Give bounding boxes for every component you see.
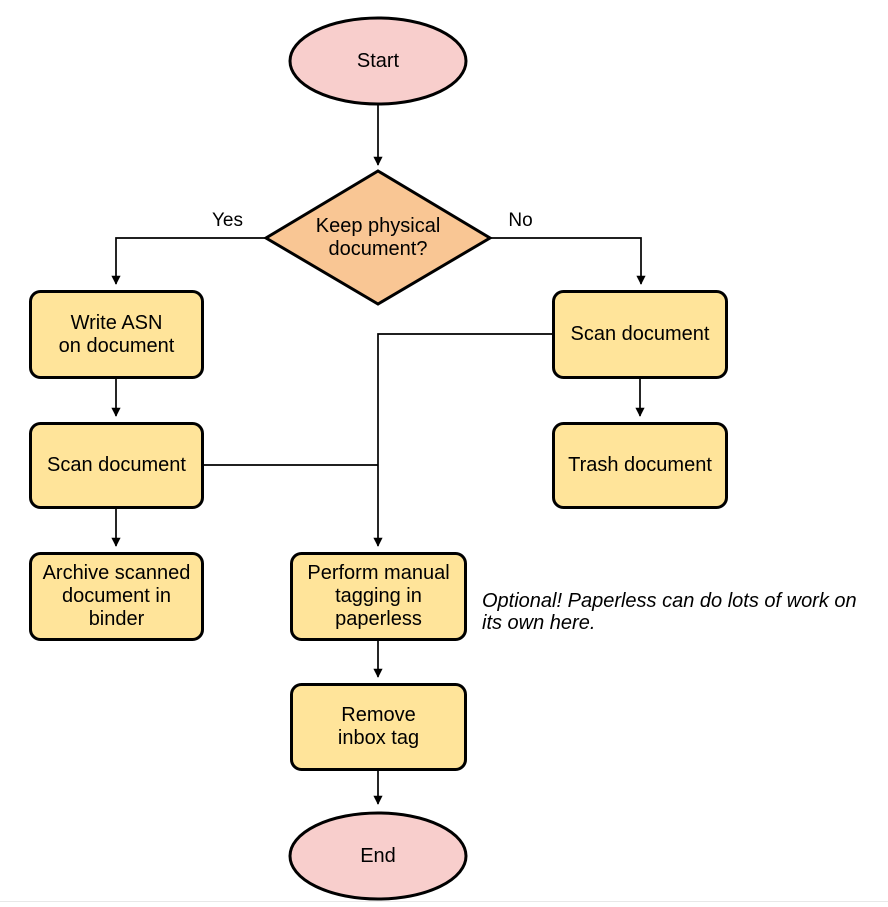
edge-scanright-to-tagging [373,333,553,547]
archive-node-shape [29,552,204,641]
write-asn-node-shape [29,290,204,379]
trash-document-node-shape [552,422,728,509]
remove-inbox-tag-node-shape [290,683,467,771]
manual-tagging-node-shape [290,552,467,641]
yes-edge-label: Yes [212,210,243,231]
optional-note: Optional! Paperless can do lots of work … [482,590,857,634]
edge-decision-yes [111,237,266,285]
decision-node-shape [263,169,493,306]
scan-document-right-node-shape [552,290,728,379]
canvas-bottom-edge [0,901,888,902]
end-node-shape [288,811,468,901]
scan-document-left-node-shape [29,422,204,509]
start-node-shape [288,16,468,106]
no-edge-label: No [508,210,533,231]
edge-decision-no [490,237,646,285]
